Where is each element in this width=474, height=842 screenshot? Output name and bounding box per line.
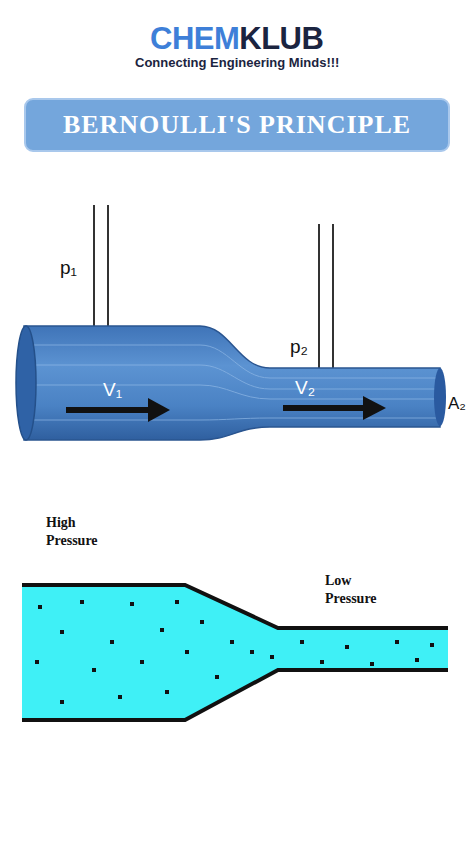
particle xyxy=(320,660,324,664)
particle xyxy=(92,668,96,672)
particle xyxy=(345,645,349,649)
pipe-outlet xyxy=(434,368,446,426)
particle xyxy=(230,640,234,644)
particle xyxy=(38,605,42,609)
particle xyxy=(185,650,189,654)
logo-text: CHEM xyxy=(150,22,239,56)
velocity-label: V₂ xyxy=(295,378,315,399)
particle xyxy=(370,662,374,666)
particle xyxy=(110,640,114,644)
particle xyxy=(395,640,399,644)
pressure-label: p₁ xyxy=(60,258,77,279)
particle xyxy=(35,660,39,664)
particle xyxy=(270,655,274,659)
venturi-pipe xyxy=(24,326,440,440)
particle xyxy=(118,695,122,699)
particle xyxy=(430,643,434,647)
particle xyxy=(175,600,179,604)
title-text: BERNOULLI'S PRINCIPLE xyxy=(63,110,411,140)
logo-text: KLUB xyxy=(239,22,323,56)
particle xyxy=(165,690,169,694)
particle xyxy=(130,602,134,606)
pressure-label: p₂ xyxy=(290,337,308,358)
title-banner: BERNOULLI'S PRINCIPLE xyxy=(24,98,450,152)
pipe-inlet xyxy=(16,326,36,440)
particle xyxy=(140,660,144,664)
particle xyxy=(215,675,219,679)
velocity-label: V₁ xyxy=(103,380,122,401)
area-label: A₂ xyxy=(448,395,466,414)
pressure-note: High Pressure xyxy=(46,514,126,550)
particle xyxy=(415,658,419,662)
particle xyxy=(250,650,254,654)
particle xyxy=(60,630,64,634)
particle xyxy=(200,620,204,624)
pipe-wall xyxy=(22,585,448,720)
fluid-particles xyxy=(35,600,434,704)
particle xyxy=(160,628,164,632)
tagline: Connecting Engineering Minds!!! xyxy=(135,56,339,70)
particle xyxy=(80,600,84,604)
particle xyxy=(300,640,304,644)
streamlines xyxy=(30,345,436,420)
particle xyxy=(60,700,64,704)
pressure-note: Low Pressure xyxy=(325,572,405,608)
pipe-section xyxy=(22,585,448,720)
